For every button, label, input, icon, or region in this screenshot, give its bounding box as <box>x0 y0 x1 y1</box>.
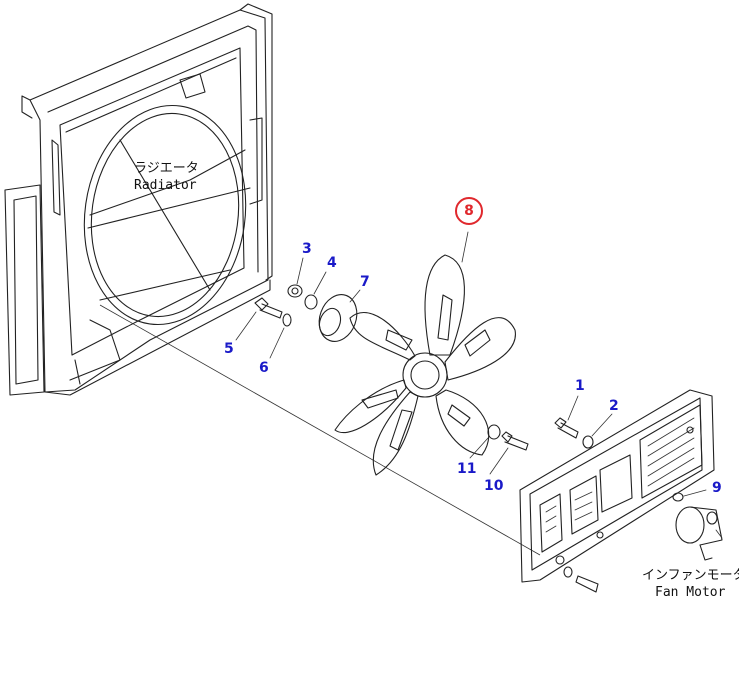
bolt-part-5 <box>235 297 283 341</box>
fan-motor <box>672 489 723 561</box>
fan-motor-label-en: Fan Motor <box>655 585 726 600</box>
nut-part-3 <box>287 257 304 298</box>
highlighted-part-8[interactable]: 8 <box>455 197 483 225</box>
washer-part-2 <box>582 413 613 449</box>
spacer-part-9 <box>318 289 361 342</box>
bracket-bolt <box>563 566 599 593</box>
radiator-label-en: Radiator <box>134 178 197 193</box>
callout-5[interactable]: 5 <box>224 341 234 357</box>
callout-10[interactable]: 10 <box>484 478 504 494</box>
washer-part-4 <box>304 271 327 310</box>
callout-9[interactable]: 7 <box>360 274 370 290</box>
callout-4[interactable]: 4 <box>327 255 337 271</box>
callout-7[interactable]: 9 <box>712 480 722 496</box>
callout-2[interactable]: 2 <box>609 398 619 414</box>
callout-8-text: 8 <box>464 203 474 219</box>
callout-11[interactable]: 11 <box>457 461 477 477</box>
washer-part-11 <box>469 424 501 459</box>
callout-6[interactable]: 6 <box>259 360 269 376</box>
bolt-part-1 <box>554 395 579 439</box>
fan-motor-label-jp: インファンモータ <box>642 568 739 583</box>
alignment-line <box>99 304 541 556</box>
bolt-part-10 <box>489 431 529 475</box>
radiator-label-jp: ラジエータ <box>134 161 199 176</box>
washer-part-6 <box>269 313 292 359</box>
fan-part-8 <box>334 231 516 476</box>
callout-1[interactable]: 1 <box>575 378 585 394</box>
radiator-assembly <box>4 3 273 396</box>
callout-3[interactable]: 3 <box>302 241 312 257</box>
mounting-bracket <box>519 389 715 583</box>
